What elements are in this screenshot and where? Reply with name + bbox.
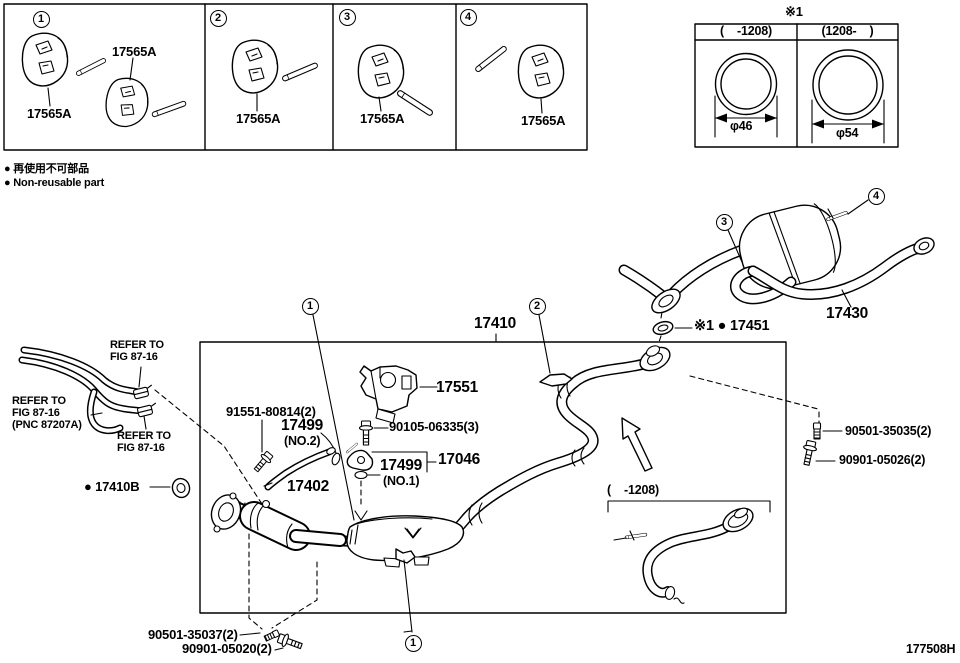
- label-17410: 17410: [474, 315, 517, 332]
- label-90501-35037: 90501-35037(2): [148, 627, 238, 642]
- callout-1-box: 1: [32, 10, 50, 28]
- clamp-17046-drawing: [345, 442, 374, 471]
- label-90901-05026: 90901-05026(2): [839, 453, 926, 467]
- label-90105: 90105-06335(3): [389, 419, 479, 434]
- pipe-17402-drawing: [263, 447, 336, 491]
- refer-note-bottom-line2: FIG 87-16: [117, 442, 165, 454]
- refer-note-left-line2: FIG 87-16: [12, 407, 60, 419]
- gasket-range-late: (1208- ): [821, 24, 874, 38]
- legend-en: ● Non-reusable part: [4, 177, 105, 189]
- callout2-leader: [538, 314, 551, 374]
- label-17565a-box4: 17565A: [521, 113, 566, 128]
- label-17410b: ● 17410B: [84, 479, 140, 494]
- early-pipe-subdiagram: [607, 500, 771, 604]
- callout-2-box: 2: [209, 9, 227, 27]
- label-17499-no1-sub: (NO.1): [383, 474, 420, 488]
- dashed-reference-lines: [154, 375, 820, 630]
- callout-3-box: 3: [338, 8, 356, 26]
- resonator-shield-drawing: [346, 502, 483, 633]
- label-17046: 17046: [438, 451, 481, 468]
- catalytic-converter-drawing: [210, 492, 347, 551]
- callout-3-muffler: 3: [715, 213, 733, 231]
- label-diameter-46: φ46: [730, 119, 753, 133]
- gasket-ring-54: [811, 49, 885, 144]
- label-17565a-box2: 17565A: [236, 111, 281, 126]
- label-17565a-box3: 17565A: [360, 111, 405, 126]
- callout-2-pipe: 2: [528, 297, 546, 315]
- clamp-gasket-17410b-drawing: [149, 477, 191, 499]
- refer-note-top-line2: FIG 87-16: [110, 351, 158, 363]
- label-sub-range: ( -1208): [607, 483, 659, 497]
- callout-1-bottom: 1: [404, 634, 422, 652]
- gasket-ring-46: [714, 52, 778, 138]
- label-17430: 17430: [826, 305, 869, 322]
- diagram-code: 177508H: [906, 642, 956, 656]
- gasket-no1-stud: [354, 470, 381, 521]
- heater-hoses-drawing: [18, 346, 159, 435]
- gasket-no2-stud: [320, 432, 341, 466]
- callout-4-box: 4: [459, 8, 477, 26]
- direction-arrow: [621, 417, 653, 472]
- callout-1-pipe: 1: [301, 297, 319, 315]
- gasket-range-early: ( -1208): [720, 24, 772, 38]
- gasket-table-note: ※1: [785, 4, 803, 19]
- front-pipe-box-frame: [199, 341, 787, 614]
- right-fasteners: [799, 422, 843, 467]
- label-17499-no1: 17499: [380, 457, 423, 474]
- callout-box-17046: [371, 451, 437, 473]
- muffler-drawing: [618, 199, 935, 314]
- rear-gasket-17451: [652, 311, 693, 349]
- bolt-90105-drawing: [358, 420, 389, 446]
- label-17402: 17402: [287, 478, 330, 495]
- label-17499-no2-sub: (NO.2): [284, 434, 321, 448]
- label-90501-35035: 90501-35035(2): [845, 424, 932, 438]
- label-17451: ※1 ● 17451: [694, 318, 770, 334]
- label-90901-05020: 90901-05020(2): [182, 641, 272, 656]
- label-91551: 91551-80814(2): [226, 404, 316, 419]
- bracket-17551-drawing: [359, 365, 438, 424]
- hanger-drawings: [21, 32, 565, 131]
- refer-note-left-line1: REFER TO: [12, 395, 66, 407]
- callout1-leader: [312, 314, 355, 521]
- bottom-fasteners: [239, 629, 413, 653]
- label-17565a-box1-bottom: 17565A: [27, 106, 72, 121]
- sensor-bolt-91551-drawing: [251, 419, 275, 475]
- refer-note-top-line1: REFER TO: [110, 339, 164, 351]
- label-17499-no2: 17499: [281, 417, 324, 434]
- refer-note-left-line3: (PNC 87207A): [12, 419, 82, 431]
- label-17551: 17551: [436, 379, 479, 396]
- label-diameter-54: φ54: [836, 126, 859, 140]
- label-17565a-box1-top: 17565A: [112, 44, 157, 59]
- legend-jp: ● 再使用不可部品: [4, 163, 89, 175]
- callout-4-muffler: 4: [867, 187, 885, 205]
- refer-note-bottom-line1: REFER TO: [117, 430, 171, 442]
